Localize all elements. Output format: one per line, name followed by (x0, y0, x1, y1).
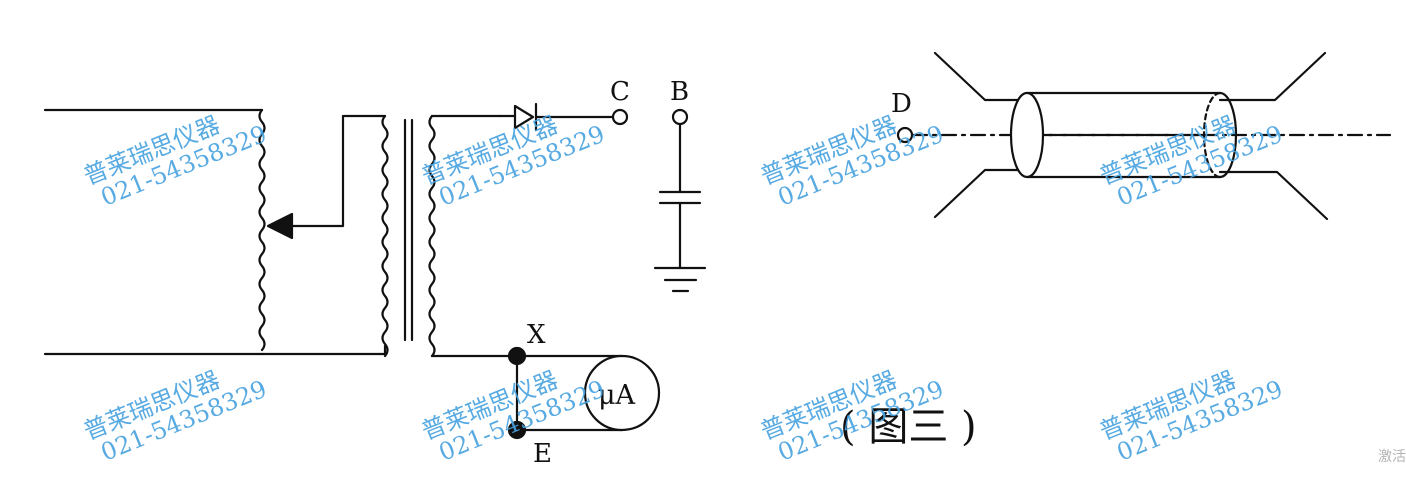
microammeter (583, 354, 661, 432)
tube-apparatus (896, 51, 1392, 221)
lower-left-flare (933, 168, 1029, 219)
label-x: X (527, 320, 546, 350)
primary-coil (381, 114, 389, 358)
diode-branch (430, 102, 629, 132)
diode-symbol (513, 104, 535, 130)
terminal-b (671, 108, 689, 126)
transformer (260, 114, 436, 358)
label-c: C (610, 77, 630, 107)
watermark: 普莱瑞思仪器 021-54358329 (1096, 111, 1287, 212)
node-x (507, 346, 527, 366)
rheostat-coil (258, 108, 266, 352)
watermark: 普莱瑞思仪器 021-54358329 (1096, 366, 1287, 467)
rheostat-slider (266, 114, 387, 240)
capacitor-branch (653, 108, 707, 293)
label-b: B (670, 77, 689, 107)
label-e: E (533, 439, 552, 469)
slider-wire (288, 114, 387, 228)
slider-arrow (266, 212, 294, 240)
upper-left-flare (933, 51, 1029, 102)
secondary-coil (428, 114, 436, 358)
figure-caption: ( 图三 ) (840, 404, 977, 450)
upper-right-flare (1218, 51, 1327, 102)
watermark: 普莱瑞思仪器 021-54358329 (80, 111, 271, 212)
label-d: D (891, 89, 912, 119)
watermark: 普莱瑞思仪器 021-54358329 (418, 366, 609, 467)
cylinder-right-back (1202, 91, 1222, 179)
watermark: 普莱瑞思仪器 021-54358329 (418, 111, 609, 212)
terminal-c (611, 108, 629, 126)
watermark: 普莱瑞思仪器 021-54358329 (757, 111, 948, 212)
input-terminals (43, 108, 264, 356)
activation-notice: 激活 (1378, 449, 1406, 465)
cylinder-left-end (1009, 91, 1045, 179)
cylinder-right-front (1218, 91, 1238, 179)
meter-label: μA (598, 380, 636, 411)
node-e (507, 420, 527, 440)
lower-right-flare (1218, 170, 1329, 221)
watermark: 普莱瑞思仪器 021-54358329 (757, 366, 948, 467)
watermark: 普莱瑞思仪器 021-54358329 (80, 366, 271, 467)
meter-branch (430, 346, 661, 440)
